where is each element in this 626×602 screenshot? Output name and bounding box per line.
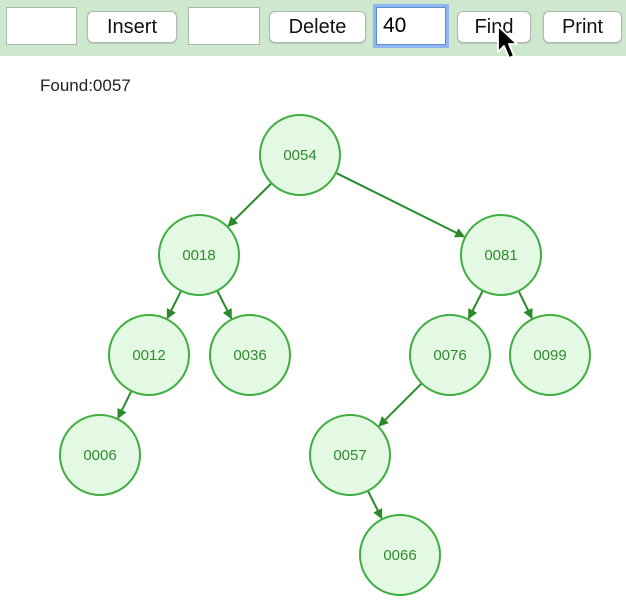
toolbar: Insert Delete Find Print — [0, 0, 626, 56]
print-button[interactable]: Print — [543, 11, 622, 43]
find-input[interactable] — [376, 7, 446, 45]
tree-node-label: 0057 — [333, 447, 366, 464]
delete-input[interactable] — [188, 7, 260, 45]
tree-node-0066: 0066 — [359, 514, 441, 596]
tree-node-0012: 0012 — [108, 314, 190, 396]
tree-node-circle — [158, 214, 240, 296]
tree-node-label: 0099 — [533, 347, 566, 364]
tree-edge-0018-0036 — [216, 290, 233, 320]
tree-node-0054: 0054 — [259, 114, 341, 196]
tree-edge-0012-0006 — [117, 390, 133, 420]
tree-node-circle — [359, 514, 441, 596]
tree-node-0018: 0018 — [158, 214, 240, 296]
tree-edge-0081-0099 — [517, 290, 533, 320]
tree-node-label: 0036 — [233, 347, 266, 364]
tree-node-circle — [460, 214, 542, 296]
tree-node-circle — [59, 414, 141, 496]
delete-button[interactable]: Delete — [269, 11, 366, 43]
tree-node-circle — [259, 114, 341, 196]
tree-edge-0054-0081 — [335, 171, 466, 238]
tree-node-label: 0012 — [132, 347, 165, 364]
tree-edge-0054-0018 — [227, 182, 273, 227]
tree-node-0081: 0081 — [460, 214, 542, 296]
tree-node-label: 0018 — [182, 247, 215, 264]
tree-node-circle — [108, 314, 190, 396]
tree-node-label: 0081 — [484, 247, 517, 264]
tree-node-circle — [209, 314, 291, 396]
tree-node-circle — [509, 314, 591, 396]
mouse-pointer-icon — [497, 25, 518, 59]
find-button[interactable]: Find — [457, 11, 531, 43]
tree-node-0036: 0036 — [209, 314, 291, 396]
tree-node-label: 0076 — [433, 347, 466, 364]
tree-node-label: 0054 — [283, 147, 316, 164]
insert-button[interactable]: Insert — [87, 11, 177, 43]
status-text: Found:0057 — [40, 76, 131, 95]
tree-node-label: 0006 — [83, 447, 116, 464]
tree-edge-0076-0057 — [378, 382, 423, 427]
tree-node-0006: 0006 — [59, 414, 141, 496]
tree-node-label: 0066 — [383, 547, 416, 564]
tree-node-circle — [309, 414, 391, 496]
tree-node-0057: 0057 — [309, 414, 391, 496]
insert-input[interactable] — [6, 7, 77, 45]
tree-edge-0018-0012 — [166, 290, 183, 320]
tree-node-0076: 0076 — [409, 314, 491, 396]
tree-node-circle — [409, 314, 491, 396]
tree-edge-0081-0076 — [467, 290, 484, 320]
tree-node-0099: 0099 — [509, 314, 591, 396]
tree-edge-0057-0066 — [366, 490, 383, 520]
